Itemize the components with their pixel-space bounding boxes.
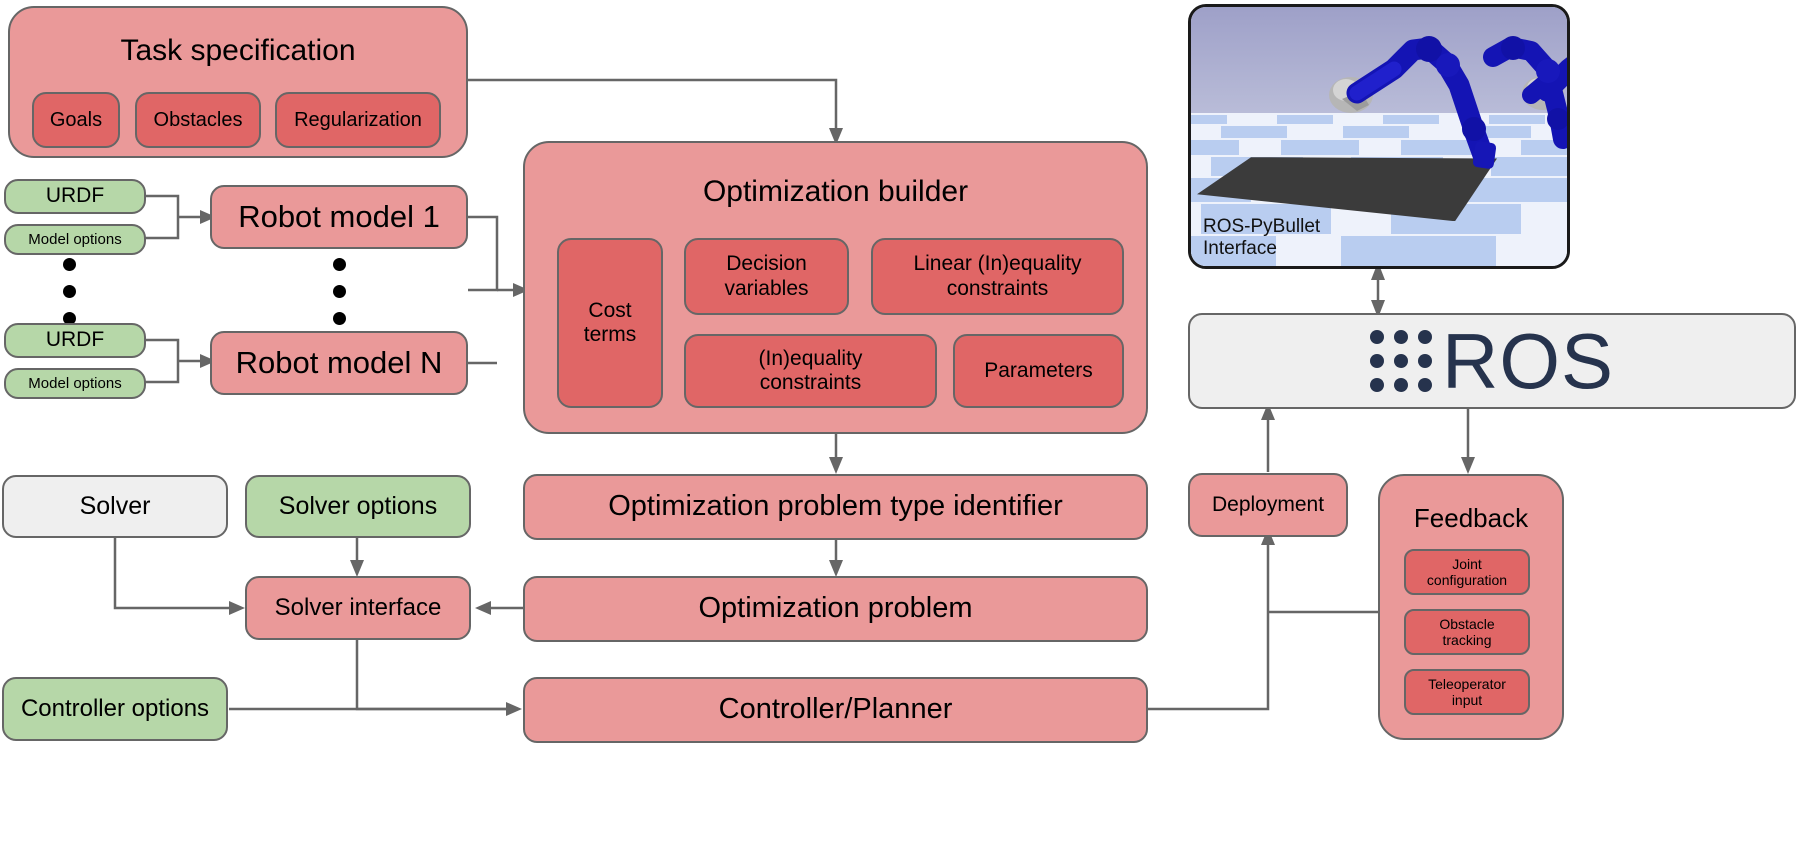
vertical-ellipsis-left [63, 258, 76, 325]
deployment-box[interactable]: Deployment [1188, 473, 1348, 537]
decision-variables-line2: variables [724, 276, 809, 300]
joint-configuration-line2: configuration [1426, 572, 1508, 588]
optimization-problem[interactable]: Optimization problem [523, 576, 1148, 642]
task-item-obstacles[interactable]: Obstacles [135, 92, 261, 148]
feedback-item-teleoperator-input[interactable]: Teleoperator input [1404, 669, 1530, 715]
builder-parameters[interactable]: Parameters [953, 334, 1124, 408]
task-item-obstacles-label: Obstacles [153, 108, 243, 131]
teleoperator-input-line2: input [1451, 692, 1483, 708]
builder-linear-constraints[interactable]: Linear (In)equality constraints [871, 238, 1124, 315]
task-item-goals-label: Goals [49, 108, 103, 131]
ros-box[interactable]: ROS [1188, 313, 1796, 409]
urdf-input-1-label: URDF [45, 184, 105, 208]
task-item-goals[interactable]: Goals [32, 92, 120, 148]
builder-cost-terms[interactable]: Cost terms [557, 238, 663, 408]
sim-robot-arms [1329, 36, 1567, 169]
robot-model-n-label: Robot model N [235, 345, 443, 381]
model-options-n-label: Model options [28, 374, 122, 392]
controller-planner-label: Controller/Planner [718, 693, 953, 726]
solver-options-label: Solver options [278, 492, 438, 521]
controller-options-box[interactable]: Controller options [2, 677, 228, 741]
obstacle-tracking-line2: tracking [1442, 632, 1492, 648]
builder-inequality-constraints[interactable]: (In)equality constraints [684, 334, 937, 408]
vertical-ellipsis-models [333, 258, 346, 325]
model-options-n[interactable]: Model options [4, 368, 146, 399]
optimization-builder-title: Optimization builder [702, 175, 969, 208]
decision-variables-line1: Decision [726, 252, 807, 276]
deployment-label: Deployment [1211, 492, 1325, 516]
solver-interface-box[interactable]: Solver interface [245, 576, 471, 640]
builder-decision-variables[interactable]: Decision variables [684, 238, 849, 315]
feedback-item-joint-configuration[interactable]: Joint configuration [1404, 549, 1530, 595]
feedback-item-obstacle-tracking[interactable]: Obstacle tracking [1404, 609, 1530, 655]
obstacle-tracking-line1: Obstacle [1439, 615, 1495, 632]
ros-label: ROS [1441, 317, 1615, 405]
solver-interface-label: Solver interface [274, 594, 442, 622]
task-item-regularization-label: Regularization [294, 108, 422, 131]
robot-model-1-label: Robot model 1 [238, 199, 440, 235]
ros-pybullet-interface-image[interactable]: ROS-PyBullet Interface [1188, 4, 1570, 269]
inequality-constraints-line2: constraints [759, 371, 862, 394]
urdf-input-n-label: URDF [45, 328, 105, 352]
solver-box[interactable]: Solver [2, 475, 228, 538]
linear-constraints-line1: Linear (In)equality [913, 252, 1082, 276]
feedback-title: Feedback [1413, 503, 1529, 533]
inequality-constraints-line1: (In)equality [758, 346, 863, 370]
optimization-problem-type-identifier[interactable]: Optimization problem type identifier [523, 474, 1148, 540]
cost-terms-line2: terms [583, 323, 637, 346]
linear-constraints-line2: constraints [946, 276, 1049, 300]
task-item-regularization[interactable]: Regularization [275, 92, 441, 148]
solver-options-box[interactable]: Solver options [245, 475, 471, 538]
model-options-1-label: Model options [28, 230, 122, 248]
model-options-1[interactable]: Model options [4, 224, 146, 255]
parameters-label: Parameters [984, 358, 1093, 382]
task-specification-title: Task specification [120, 34, 356, 67]
urdf-input-n[interactable]: URDF [4, 323, 146, 358]
cost-terms-line1: Cost [588, 298, 632, 322]
controller-options-label: Controller options [20, 695, 210, 723]
controller-planner[interactable]: Controller/Planner [523, 677, 1148, 743]
robot-model-n[interactable]: Robot model N [210, 331, 468, 395]
sim-floor [1191, 113, 1567, 266]
optimization-problem-label: Optimization problem [698, 592, 973, 625]
teleoperator-input-line1: Teleoperator [1428, 675, 1506, 692]
joint-configuration-line1: Joint [1452, 555, 1482, 572]
solver-label: Solver [79, 492, 151, 521]
type-identifier-label: Optimization problem type identifier [608, 490, 1063, 523]
robot-model-1[interactable]: Robot model 1 [210, 185, 468, 249]
urdf-input-1[interactable]: URDF [4, 179, 146, 214]
ros-dots-icon [1369, 330, 1432, 392]
